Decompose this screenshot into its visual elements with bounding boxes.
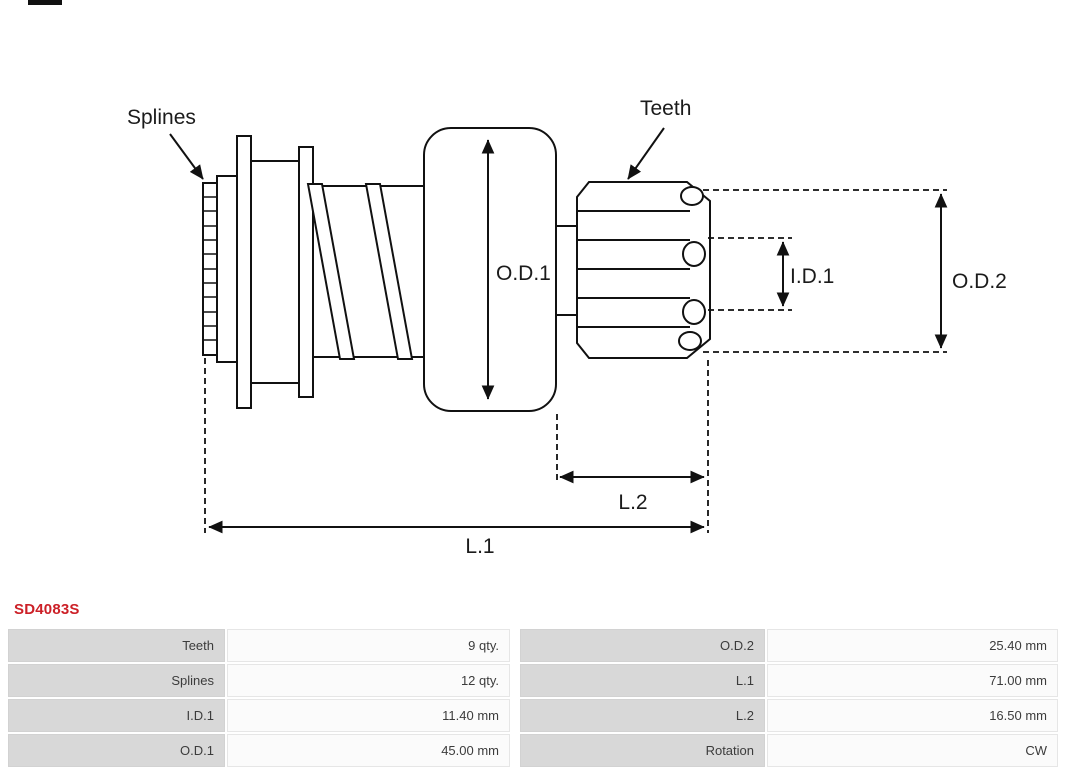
- spec-value: 11.40 mm: [227, 699, 510, 732]
- teeth-pointer-arrow: [627, 127, 665, 180]
- dimension-arrows: [169, 127, 948, 534]
- spec-value: 12 qty.: [227, 664, 510, 697]
- technical-drawing: Splines Teeth O.D.1 I.D.1 O.D.2 L.2 L.1: [127, 97, 1007, 558]
- spec-value: 9 qty.: [227, 629, 510, 662]
- spec-table: Teeth 9 qty. Splines 12 qty. I.D.1 11.40…: [8, 629, 1058, 767]
- l1-dimension-label: L.1: [465, 535, 494, 558]
- spec-label: Splines: [8, 664, 225, 697]
- spec-value: 16.50 mm: [767, 699, 1058, 732]
- spec-label: I.D.1: [8, 699, 225, 732]
- spec-label: O.D.2: [520, 629, 765, 662]
- id1-dimension-label: I.D.1: [790, 265, 834, 288]
- l2-dimension-label: L.2: [618, 491, 647, 514]
- spec-table-left: Teeth 9 qty. Splines 12 qty. I.D.1 11.40…: [8, 629, 510, 767]
- spec-value: 25.40 mm: [767, 629, 1058, 662]
- logo-fragment: [28, 0, 62, 5]
- spec-label: L.1: [520, 664, 765, 697]
- teeth-callout-label: Teeth: [640, 97, 691, 120]
- spec-value: 71.00 mm: [767, 664, 1058, 697]
- construction-lines: [204, 189, 947, 533]
- spec-label: Rotation: [520, 734, 765, 767]
- spring-coil: [364, 183, 414, 360]
- drive-body-outline: [202, 127, 711, 412]
- spring-coil: [306, 183, 356, 360]
- spline-hatching: [203, 196, 217, 341]
- spec-value: 45.00 mm: [227, 734, 510, 767]
- spec-label: O.D.1: [8, 734, 225, 767]
- splines-callout-label: Splines: [127, 106, 196, 129]
- spec-table-right: O.D.2 25.40 mm L.1 71.00 mm L.2 16.50 mm…: [520, 629, 1058, 767]
- od1-dimension-label: O.D.1: [496, 262, 551, 285]
- od2-dimension-label: O.D.2: [952, 270, 1007, 293]
- splines-pointer-arrow: [169, 133, 204, 180]
- spec-label: L.2: [520, 699, 765, 732]
- spec-value: CW: [767, 734, 1058, 767]
- spec-label: Teeth: [8, 629, 225, 662]
- part-number: SD4083S: [14, 601, 80, 618]
